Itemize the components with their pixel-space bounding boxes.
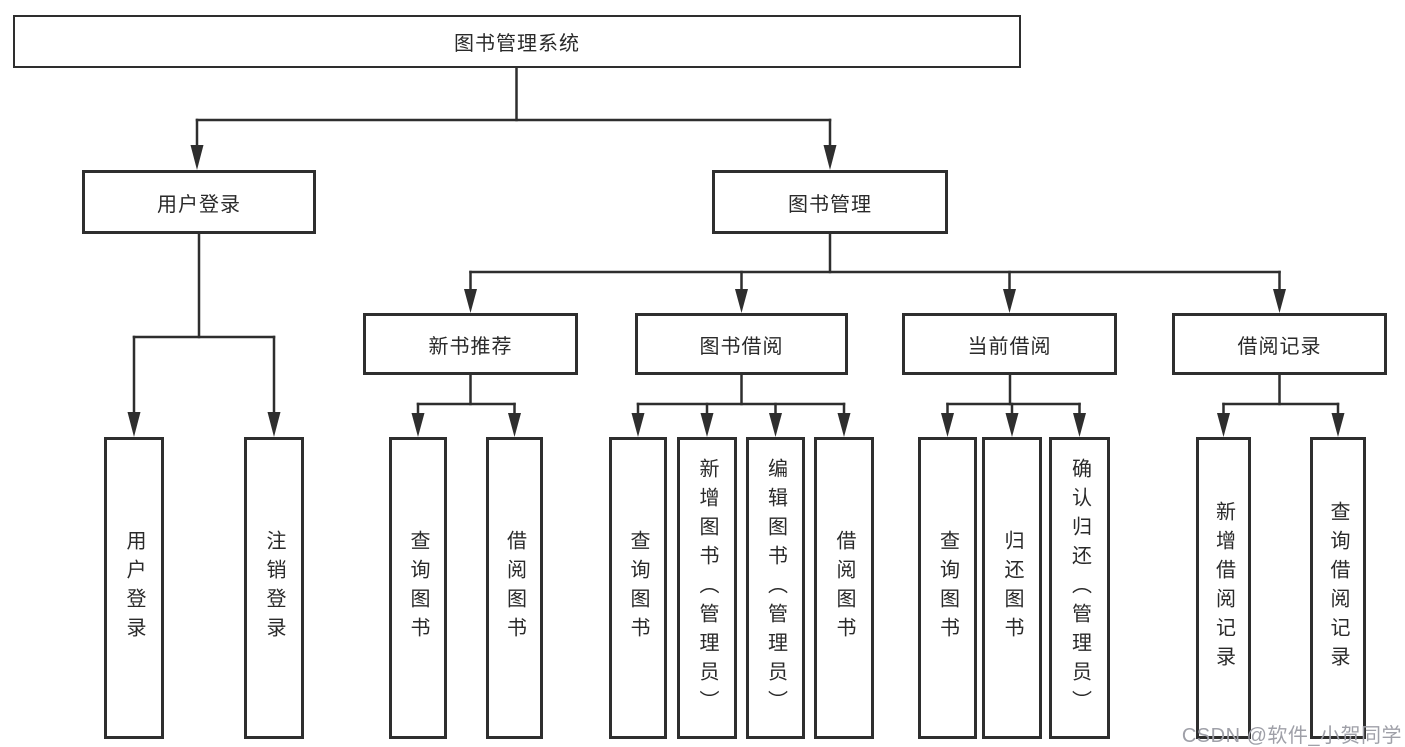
- node-label: 编辑图书（管理员）: [764, 457, 787, 719]
- node-book-borrowing: 图书借阅: [635, 313, 848, 375]
- connector-root-to-level2: [190, 65, 837, 170]
- node-label: 查询借阅记录: [1327, 501, 1349, 675]
- node-label: 查询图书: [936, 530, 959, 646]
- leaf-add-books-admin: 新增图书（管理员）: [677, 437, 737, 739]
- node-label: 图书管理系统: [454, 33, 580, 55]
- connector-book-mgmt-children: [464, 232, 1286, 313]
- leaf-query-books-borrowing: 查询图书: [609, 437, 667, 739]
- node-label: 新增借阅记录: [1212, 501, 1235, 675]
- node-label: 用户登录: [123, 530, 145, 646]
- node-book-management: 图书管理: [712, 170, 948, 234]
- connector-new-book-rec-children: [411, 373, 521, 437]
- leaf-query-books-recommendation: 查询图书: [389, 437, 447, 739]
- node-label: 图书管理: [788, 193, 872, 216]
- leaf-return-books: 归还图书: [982, 437, 1042, 739]
- node-label: 新书推荐: [428, 335, 513, 358]
- csdn-watermark: CSDN @软件_小贺同学: [1181, 725, 1402, 747]
- node-label: 用户登录: [157, 193, 241, 216]
- node-user-login: 用户登录: [82, 170, 316, 234]
- node-label: 借阅图书: [833, 530, 855, 646]
- leaf-logout: 注销登录: [244, 437, 304, 739]
- node-label: 查询图书: [407, 530, 429, 646]
- leaf-confirm-return-admin: 确认归还（管理员）: [1049, 437, 1110, 739]
- node-label: 归还图书: [1001, 530, 1023, 646]
- leaf-query-borrowing-record: 查询借阅记录: [1310, 437, 1366, 739]
- node-current-borrowing: 当前借阅: [902, 313, 1117, 375]
- node-label: 当前借阅: [967, 335, 1052, 358]
- connector-book-borrow-children: [631, 373, 851, 437]
- leaf-borrow-books-borrowing: 借阅图书: [814, 437, 874, 739]
- connector-current-borrow-children: [941, 373, 1086, 437]
- node-borrowing-records: 借阅记录: [1172, 313, 1387, 375]
- connector-borrow-records-children: [1217, 373, 1345, 437]
- leaf-add-borrowing-record: 新增借阅记录: [1196, 437, 1251, 739]
- node-label: 查询图书: [627, 530, 649, 646]
- node-label: 新增图书（管理员）: [696, 457, 718, 719]
- node-label: 确认归还（管理员）: [1068, 457, 1091, 719]
- leaf-query-books-current: 查询图书: [918, 437, 977, 739]
- node-new-book-recommendation: 新书推荐: [363, 313, 578, 375]
- connector-user-login-children: [127, 232, 281, 437]
- node-label: 借阅图书: [503, 530, 526, 646]
- leaf-edit-books-admin: 编辑图书（管理员）: [746, 437, 805, 739]
- node-label: 图书借阅: [699, 335, 784, 358]
- node-library-management-system: 图书管理系统: [13, 15, 1021, 68]
- leaf-user-login: 用户登录: [104, 437, 164, 739]
- leaf-borrow-books-recommendation: 借阅图书: [486, 437, 543, 739]
- node-label: 注销登录: [263, 530, 285, 646]
- node-label: 借阅记录: [1237, 335, 1322, 358]
